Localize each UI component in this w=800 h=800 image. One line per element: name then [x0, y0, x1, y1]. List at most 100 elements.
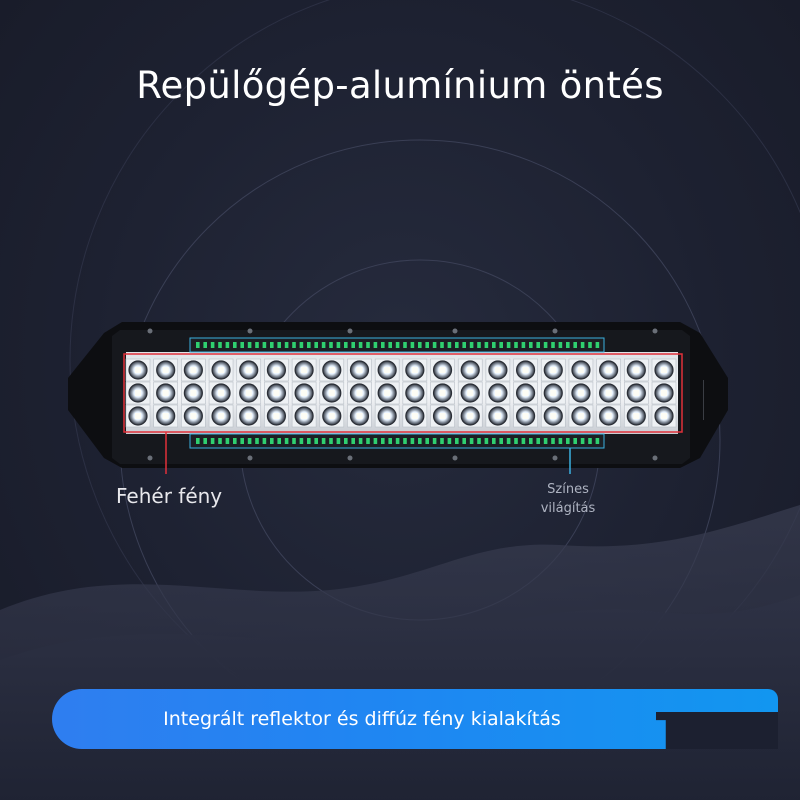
color-strip-led	[240, 438, 244, 444]
led-chip	[245, 413, 252, 419]
color-strip-led	[410, 438, 415, 444]
color-strip-led	[388, 438, 392, 444]
color-strip-led	[499, 438, 503, 444]
color-strip-led	[395, 438, 400, 444]
color-strip-led	[469, 342, 474, 348]
color-strip-led	[210, 342, 215, 348]
led-chip	[605, 413, 612, 419]
led-chip	[522, 367, 529, 373]
color-strip-led	[299, 342, 304, 348]
color-strip-led	[307, 438, 311, 444]
led-chip	[245, 367, 252, 373]
led-chip	[605, 390, 612, 396]
color-strip-led	[210, 438, 215, 444]
color-strip-led	[418, 438, 422, 444]
color-strip-led	[462, 342, 466, 348]
color-strip-led	[329, 342, 333, 348]
color-strip-led	[551, 438, 555, 444]
color-strip-led	[203, 342, 207, 348]
color-strip-led	[543, 342, 548, 348]
color-strip-led	[351, 438, 355, 444]
color-strip-led	[566, 438, 570, 444]
led-chip	[356, 367, 363, 373]
color-light-label: Színes világítás	[520, 480, 616, 518]
color-strip-led	[336, 438, 341, 444]
color-strip-led	[580, 342, 585, 348]
color-strip-led	[247, 342, 252, 348]
led-chip	[661, 390, 667, 396]
led-chip	[550, 390, 557, 396]
color-strip-led	[366, 342, 370, 348]
color-strip-led	[344, 438, 348, 444]
color-strip-led	[196, 438, 200, 444]
led-chip	[439, 367, 446, 373]
led-chip	[190, 413, 197, 419]
color-strip-led	[366, 438, 370, 444]
led-chip	[273, 413, 280, 419]
color-strip-led	[447, 438, 452, 444]
white-light-label: Fehér fény	[116, 484, 223, 508]
led-chip	[411, 413, 418, 419]
color-strip-led	[247, 438, 252, 444]
color-strip-led	[580, 438, 585, 444]
color-strip-led	[551, 342, 555, 348]
color-strip-led	[218, 342, 222, 348]
led-chip	[550, 413, 557, 419]
color-strip-led	[566, 342, 570, 348]
color-strip-led	[432, 438, 437, 444]
color-strip-led	[573, 342, 577, 348]
color-strip-led	[455, 438, 459, 444]
led-chip	[522, 413, 529, 419]
headline: Repülőgép-alumínium öntés	[136, 64, 664, 107]
color-strip-led	[492, 342, 496, 348]
color-strip-led	[595, 438, 600, 444]
color-strip-led	[292, 342, 296, 348]
screws	[147, 328, 658, 461]
led-chip	[439, 413, 446, 419]
led-chip	[218, 367, 225, 373]
led-chip	[301, 413, 308, 419]
color-strip-led	[484, 438, 489, 444]
led-chip	[190, 390, 197, 396]
led-chip	[356, 390, 363, 396]
color-strip-led	[536, 438, 540, 444]
led-chip	[494, 413, 501, 419]
led-chip	[384, 413, 391, 419]
color-strip-led	[344, 342, 348, 348]
led-chip	[328, 413, 335, 419]
led-chip	[328, 390, 335, 396]
color-strip-led	[284, 342, 289, 348]
color-strip-led	[277, 438, 281, 444]
led-chip	[633, 413, 640, 419]
color-strip-led	[358, 342, 363, 348]
color-strip-bottom-leds	[196, 438, 600, 444]
color-strip-led	[440, 342, 444, 348]
color-strip-led	[314, 438, 318, 444]
color-strip-led	[284, 438, 289, 444]
led-chip	[356, 413, 363, 419]
color-strip-led	[440, 438, 444, 444]
color-strip-led	[462, 438, 466, 444]
color-strip-led	[255, 438, 259, 444]
banner-notch	[656, 712, 778, 749]
led-chip	[411, 390, 418, 396]
led-chip	[661, 367, 667, 373]
color-light-label-line1: Színes	[547, 482, 589, 497]
color-strip-led	[506, 438, 511, 444]
feature-banner-text: Integrált reflektor és diffúz fény kiala…	[163, 708, 561, 730]
led-chip	[467, 367, 474, 373]
color-strip-led	[477, 438, 481, 444]
color-strip-led	[469, 438, 474, 444]
color-strip-led	[521, 342, 526, 348]
color-strip-led	[321, 342, 326, 348]
color-strip-led	[425, 438, 429, 444]
color-strip-led	[203, 438, 207, 444]
color-strip-led	[492, 438, 496, 444]
color-strip-led	[521, 438, 526, 444]
led-chip	[633, 390, 640, 396]
color-strip-led	[425, 342, 429, 348]
color-strip-led	[358, 438, 363, 444]
color-strip-led	[403, 438, 407, 444]
color-strip-led	[543, 438, 548, 444]
